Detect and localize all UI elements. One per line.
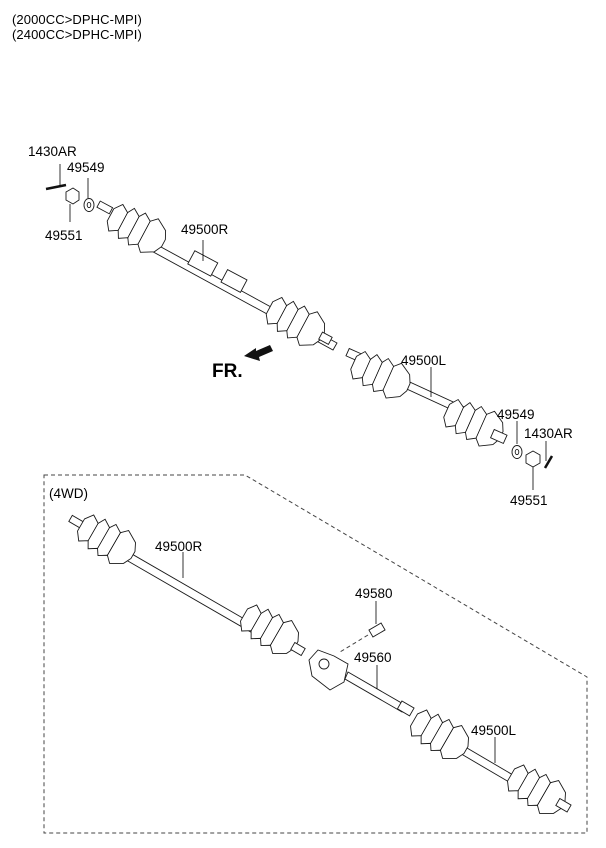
label-1430ar-right: 1430AR: [524, 426, 573, 441]
label-49500l-4wd: 49500L: [471, 723, 517, 738]
label-49500l-top: 49500L: [401, 353, 447, 368]
label-49549-top: 49549: [67, 160, 105, 175]
bolt-49580: [339, 622, 386, 653]
label-awd: (4WD): [49, 486, 88, 501]
castle-nut-49551-right: [525, 450, 541, 468]
label-49551-right: 49551: [510, 493, 548, 508]
header-line-2: (2400CC>DPHC-MPI): [12, 27, 142, 42]
shaft-49500r-top: [96, 197, 338, 354]
bearing-bracket-49560: [308, 649, 406, 713]
label-49580: 49580: [355, 586, 393, 601]
label-1430ar-top: 1430AR: [28, 144, 77, 159]
cv-joint-outer-4wd-l: [501, 758, 573, 822]
front-label: FR.: [212, 361, 243, 382]
cv-joint-inner-4wd-l: [404, 703, 476, 767]
roll-pin-1430ar-top: [45, 183, 67, 191]
label-49500r-4wd: 49500R: [155, 539, 203, 554]
roll-pin-1430ar-right: [543, 455, 554, 469]
washer-49549-top: [83, 198, 95, 212]
shaft-49500l-4wd: [396, 700, 573, 822]
label-49549-right: 49549: [497, 407, 535, 422]
label-49560: 49560: [354, 650, 392, 665]
shaft-49500l-top: [345, 344, 510, 454]
header-line-1: (2000CC>DPHC-MPI): [12, 12, 142, 27]
front-arrow-icon: [244, 345, 273, 361]
castle-nut-49551-top: [65, 187, 80, 205]
label-49500r-top: 49500R: [181, 222, 229, 237]
label-49551-top: 49551: [45, 228, 83, 243]
washer-49549-right: [511, 445, 523, 459]
shaft-49500r-4wd: [68, 508, 306, 662]
